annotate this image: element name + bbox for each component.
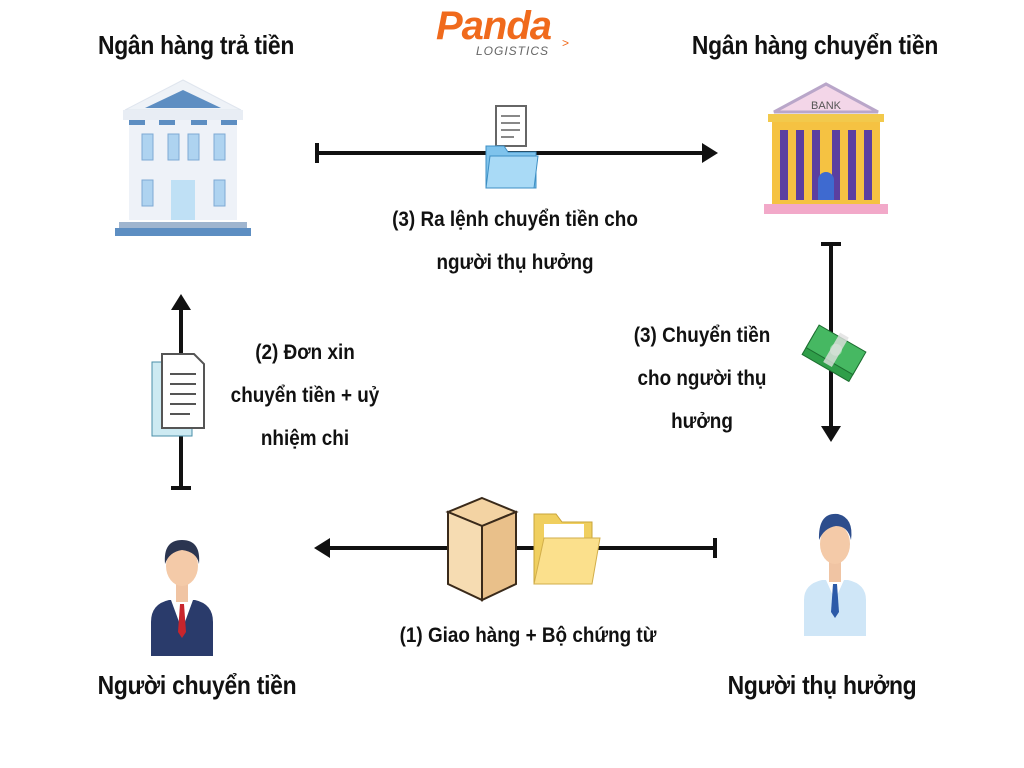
remitter-title: Người chuyển tiền [97,670,297,700]
label-line: (3) Chuyển tiền [633,324,771,347]
folder-icon [533,513,601,585]
beneficiary-title: Người thụ hưởng [727,670,917,700]
remitter-person-icon [151,540,213,656]
remitting-bank-title: Ngân hàng chuyển tiền [691,30,939,60]
document-folder-icon [485,105,539,189]
label-line: nhiệm chi [260,427,350,450]
label-line: cho người thụ [637,367,767,390]
paying-bank-title: Ngân hàng trả tiền [97,30,295,60]
bank-sign: BANK [811,100,842,112]
document-icon [151,353,205,437]
logo-brand: Panda [436,4,552,48]
beneficiary-person-icon [804,513,866,636]
label-line: (3) Ra lệnh chuyển tiền cho [392,208,638,231]
label-line: chuyển tiền + uỷ [230,384,380,407]
label-line: hưởng [671,410,733,433]
step1-label: (1) Giao hàng + Bộ chứng từ [399,624,657,647]
step2-label: (2) Đơn xin chuyển tiền + uỷ nhiệm chi [231,331,380,460]
bank-icon: BANK [764,82,888,214]
money-icon [801,324,867,383]
bank-building-icon [115,79,251,236]
chevron-right-icon: > [562,36,570,50]
logo-sub: LOGISTICS [476,44,550,58]
delivery-arrow [314,538,717,558]
label-line: người thụ hưởng [436,251,594,274]
step3-order-label: (3) Ra lệnh chuyển tiền cho người thụ hư… [392,198,638,284]
step3-transfer-label: (3) Chuyển tiền cho người thụ hưởng [634,314,771,443]
package-box-icon [445,496,519,602]
label-line: (2) Đơn xin [255,341,355,364]
panda-logistics-logo: Panda LOGISTICS > [436,4,586,64]
